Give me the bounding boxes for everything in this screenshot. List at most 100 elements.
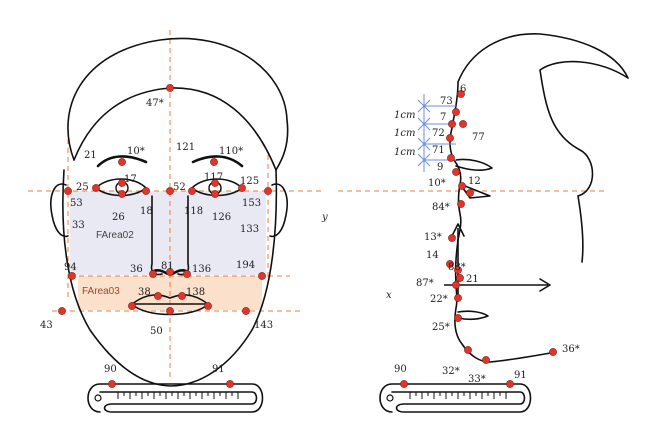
profile-landmark-88 [454,266,462,274]
label-area02: FArea02 [96,230,134,241]
profile-label-21: 21 [466,274,479,285]
profile-label-71: 71 [432,145,445,156]
profile-landmark-77 [459,120,467,128]
profile-label-72: 72 [432,128,445,139]
label-33: 33 [72,220,85,231]
profile-nose-tip [459,183,491,199]
label-138: 138 [186,287,205,298]
face-contour [62,169,278,387]
label-143: 143 [254,320,273,331]
landmark-138 [178,292,186,300]
landmark-18 [142,187,150,195]
label-126: 126 [212,212,231,223]
landmark-mouth-left [128,302,136,310]
right-brow [191,155,244,168]
profile-label-36: 36* [562,344,580,355]
profile-landmark-32 [464,346,472,354]
profile-label-9: 9 [437,162,443,173]
label-136: 136 [192,264,211,275]
landmark-94 [68,272,76,280]
profile-landmark-14 [446,260,454,268]
landmark-10 [118,158,126,166]
profile-label-7: 7 [440,112,446,123]
profile-landmark-25 [454,314,462,322]
label-47: 47* [146,98,164,109]
landmark-53 [64,187,72,195]
landmark-91 [226,380,234,388]
profile-label-10: 10* [428,178,446,189]
profile-landmark-72 [446,134,454,142]
profile-label-13: 13* [424,232,442,243]
profile-label-22: 22* [430,294,448,305]
label-10: 10* [127,146,145,157]
label-17: 17 [124,174,137,185]
profile-landmark-87 [452,281,460,289]
landmark-mouth-right [204,302,212,310]
profile-x-arrow [539,278,551,292]
left-brow [96,155,148,168]
profile-ruler-ticks [409,392,507,399]
profile-label-88: 88* [448,262,466,273]
profile-label-6: 6 [460,84,466,95]
profile-label-12: 12 [468,176,481,187]
profile-landmark-36 [549,348,557,356]
landmark-81 [166,268,174,276]
hairline [73,87,277,171]
profile-label-32: 32* [442,366,460,377]
scale-label-3: 1cm [394,147,415,158]
label-90: 90 [104,364,117,375]
label-91: 91 [212,364,225,375]
profile-landmark-22 [454,294,462,302]
area02-region [70,191,266,275]
label-94: 94 [64,262,77,273]
front-ruler-ticks [117,392,239,399]
label-118: 118 [184,206,203,217]
front-ruler [87,383,264,413]
landmark-194 [258,272,266,280]
label-153: 153 [242,198,261,209]
label-38: 38 [138,287,151,298]
profile-landmark-13 [448,234,456,242]
profile-cm-scale: 1cm 1cm 1cm [394,94,456,172]
profile-landmark-21 [456,274,464,282]
front-face: 47* 121 10* 110* 21 25 17 52 117 125 53 … [28,30,325,413]
profile-label-25: 25* [432,322,450,333]
front-ruler-hole [94,394,102,402]
profile-landmark-12 [466,189,474,197]
profile-landmarks [400,90,557,388]
profile-eye [455,158,493,171]
profile-label-87: 87* [416,278,434,289]
label-area03: FArea03 [82,286,120,297]
profile-labels: 6 73 7 77 72 71 9 10* 12 84* 13* 14 88* … [394,84,580,385]
profile-label-84: 84* [432,202,450,213]
right-ear [269,183,288,238]
landmark-17 [118,179,126,187]
profile-lip [457,310,489,321]
profile-landmark-7 [448,120,456,128]
hair-outline [67,37,289,171]
left-ear [50,183,69,238]
profile-head-outline [457,33,629,263]
landmark-50 [166,307,174,315]
label-81: 81 [161,261,174,272]
label-117: 117 [204,172,223,183]
profile-label-91: 91 [514,370,527,381]
profile-label-33: 33* [468,374,486,385]
axis-y-label: y [321,212,328,223]
profile-landmark-91 [506,380,514,388]
landmark-126 [211,190,219,198]
profile-label-77: 77 [472,132,485,143]
profile-landmark-33 [482,356,490,364]
landmark-110 [210,158,218,166]
label-121: 121 [176,142,195,153]
landmark-117 [211,179,219,187]
profile-landmark-6 [457,90,465,98]
landmark-25 [92,184,100,192]
landmark-125 [238,184,246,192]
profile-landmark-9 [452,168,460,176]
label-18: 18 [140,206,153,217]
label-36: 36 [130,264,143,275]
profile-label-73: 73 [440,96,453,107]
